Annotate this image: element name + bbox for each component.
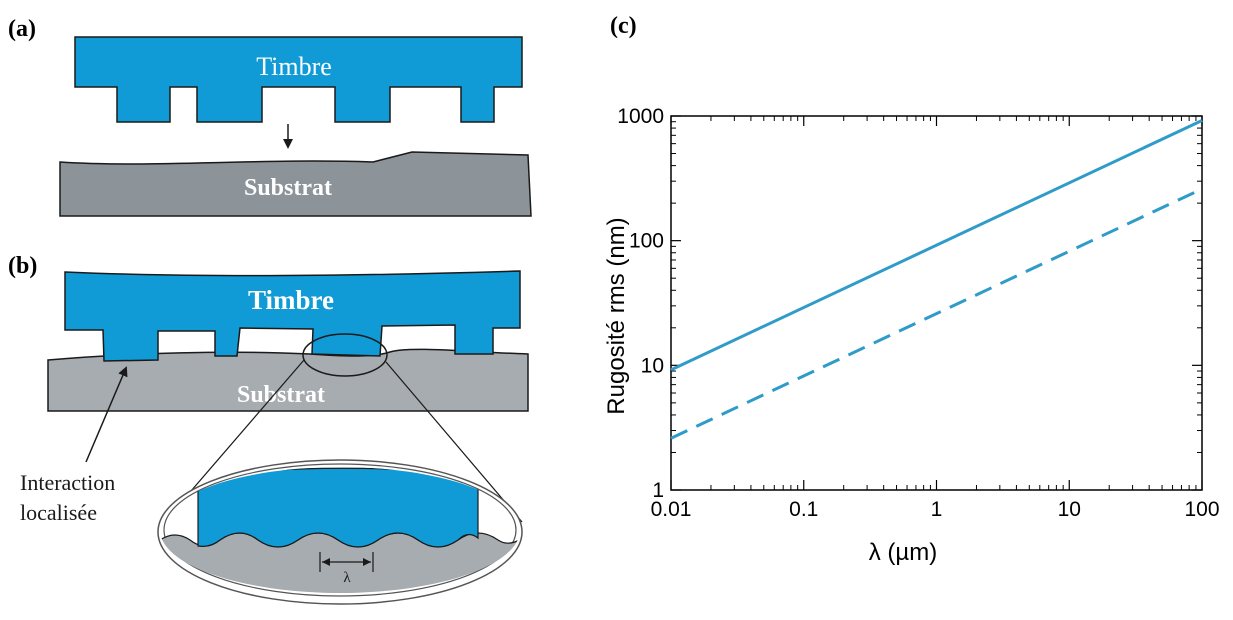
stamp-a <box>74 36 523 123</box>
y-tick-label: 1000 <box>617 105 664 128</box>
y-tick-label: 100 <box>629 230 664 253</box>
x-tick-label: 0.01 <box>651 498 692 521</box>
chart-ylabel: Rugosité rms (nm) <box>603 217 630 414</box>
plot-frame <box>670 115 1203 491</box>
x-tick-label: 1 <box>931 498 943 521</box>
stamp-a-label: Timbre <box>256 52 332 81</box>
log-log-chart: 0.01 0.1 1 10 100 1 10 100 1000 <box>617 105 1219 521</box>
panel-b-label: (b) <box>8 253 37 279</box>
wavelength-marker <box>319 552 374 572</box>
interaction-label-line2: localisée <box>20 500 97 525</box>
panel-a-label: (a) <box>8 16 36 42</box>
zoom-connector-right <box>385 361 523 523</box>
substrate-a-label: Substrat <box>244 175 332 201</box>
x-tick-label: 100 <box>1184 498 1219 521</box>
contact-zone-ellipse <box>302 333 388 377</box>
interaction-label-line1: Interaction <box>20 470 115 495</box>
chart-xlabel: λ (µm) <box>869 539 937 566</box>
series-line-dashed <box>670 187 1203 440</box>
stamp-b-label: Timbre <box>248 285 334 315</box>
y-tick-label: 1 <box>652 479 664 502</box>
panel-c-label: (c) <box>610 13 637 39</box>
x-tick-label: 0.1 <box>789 498 818 521</box>
panel-b: (b) Substrat Timbre Interaction localisé… <box>8 253 529 605</box>
y-tick-label: 10 <box>641 354 664 377</box>
interaction-arrow <box>85 366 128 463</box>
panel-c: (c) 0.01 0.1 1 10 100 1 10 100 1000 Rugosité rms… <box>603 13 1220 566</box>
x-tick-label: 10 <box>1058 498 1081 521</box>
substrate-a <box>59 151 532 217</box>
series-line-solid <box>670 119 1203 372</box>
wavelength-label: λ <box>343 570 351 586</box>
panel-a: (a) Timbre Substrat <box>8 16 532 217</box>
stamp-b <box>64 270 521 362</box>
